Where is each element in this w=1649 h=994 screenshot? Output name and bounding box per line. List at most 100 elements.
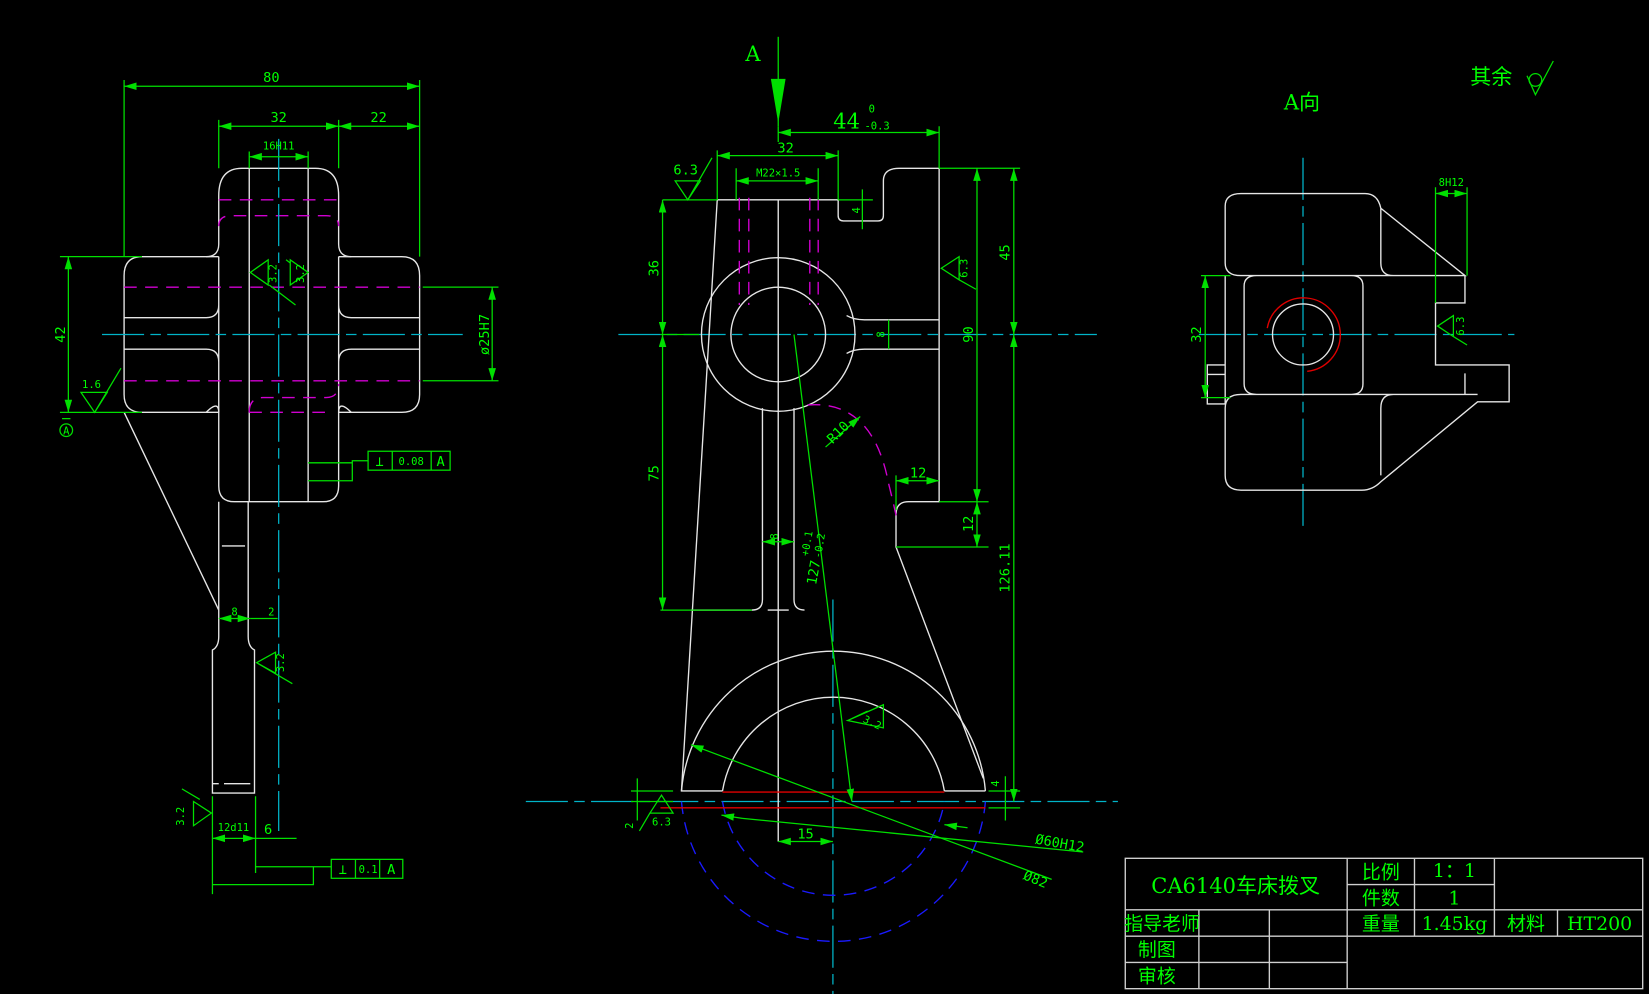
dim-2-bottom: 2 xyxy=(624,823,636,829)
dim-22: 22 xyxy=(370,110,386,126)
left-stem-outline xyxy=(123,412,256,794)
dim-8: 8 xyxy=(231,606,237,618)
roughness-value: 6.3 xyxy=(1455,317,1467,336)
left-hidden-lines xyxy=(124,199,420,414)
dim-127: 127 xyxy=(804,559,824,586)
front-right-ext xyxy=(895,167,1021,548)
scale-value: 1：1 xyxy=(1433,860,1476,882)
front-web xyxy=(690,408,805,611)
dim-127-group: 127 +0.1 -0.2 xyxy=(799,530,828,586)
dim-16h11: 16H11 xyxy=(263,140,295,152)
dim-8h12: 8H12 xyxy=(1439,177,1464,189)
side-extension-lines xyxy=(1200,187,1468,399)
roughness-value: 3.2 xyxy=(175,807,187,826)
dim-r10: R10 xyxy=(824,418,853,447)
dim-line-phi60 xyxy=(742,817,1084,853)
roughness-value: 1.6 xyxy=(82,379,101,391)
front-extension-lines xyxy=(716,126,940,200)
dim-90: 90 xyxy=(961,326,977,342)
dim-126-11: 126.11 xyxy=(998,543,1014,592)
dim-8-web: 8 xyxy=(769,533,781,539)
dim-line-phi82 xyxy=(690,744,1052,880)
roughness-symbol xyxy=(285,258,310,287)
dim-8-rib: 8 xyxy=(875,331,887,337)
roughness-unmachined-icon xyxy=(1526,60,1554,97)
svg-text:⊥: ⊥ xyxy=(339,862,347,878)
roughness-symbol xyxy=(1436,314,1468,346)
remaining-roughness-label: 其余 xyxy=(1470,64,1512,89)
drawn-by-label: 制图 xyxy=(1138,939,1176,961)
dim-4-notch: 4 xyxy=(851,207,863,213)
svg-text:A: A xyxy=(387,862,395,878)
scale-label: 比例 xyxy=(1362,861,1400,883)
dim-32-side: 32 xyxy=(1189,326,1205,342)
dim-36: 36 xyxy=(646,260,662,276)
dim-127-tol-lower: -0.2 xyxy=(812,532,828,559)
view-a-direction-label: A向 xyxy=(1283,89,1320,114)
svg-text:0.08: 0.08 xyxy=(399,456,424,468)
dim-80: 80 xyxy=(263,70,279,86)
front-left-ext xyxy=(660,333,752,611)
dim-32-front: 32 xyxy=(777,141,793,157)
material-label: 材料 xyxy=(1507,913,1545,935)
side-bore-circle xyxy=(1271,303,1335,366)
dim-4-bottom: 4 xyxy=(990,780,1002,786)
fork-red-lines xyxy=(660,791,986,809)
dim-line-127 xyxy=(793,334,855,802)
dim-phi82: Ø82 xyxy=(1021,868,1050,892)
checked-by-label: 审核 xyxy=(1138,965,1176,987)
roughness-symbol xyxy=(845,703,885,729)
datum-a-circle xyxy=(59,423,74,438)
front-view: A 44 0 -0.3 32 M22×1.5 6.3 4 36 75 6.3 4… xyxy=(525,36,1118,994)
view-a-label: A xyxy=(744,41,761,66)
quantity-label: 件数 xyxy=(1362,888,1400,910)
fork-phantom-arcs xyxy=(680,801,987,942)
roughness-value: 3.2 xyxy=(295,264,307,283)
left-hub-outline xyxy=(205,167,352,503)
dim-line-r10 xyxy=(825,416,861,448)
drawing-title: CA6140车床拨叉 xyxy=(1151,873,1320,898)
weight-label: 重量 xyxy=(1362,913,1400,935)
dim-42: 42 xyxy=(53,326,69,342)
dim-6: 6 xyxy=(264,822,272,838)
roughness-symbol xyxy=(255,651,293,685)
fcf-perpendicularity-0.1: ⊥ 0.1 A xyxy=(212,858,404,886)
front-hidden-lines xyxy=(738,197,897,516)
view-a-arrow-icon xyxy=(770,78,786,124)
roughness-symbol xyxy=(249,258,296,306)
roughness-value: 6.3 xyxy=(652,817,671,829)
dim-line-phi60-arrow xyxy=(721,813,743,821)
dim-thread: M22×1.5 xyxy=(756,168,800,180)
side-centerlines xyxy=(1198,157,1515,532)
roughness-value: 6.3 xyxy=(673,163,698,179)
side-view: A向 其余 8H12 32 6.3 xyxy=(1189,60,1554,532)
roughness-symbol xyxy=(79,367,122,414)
dim-127-tol-upper: +0.1 xyxy=(799,530,815,557)
boss-inner-circle xyxy=(730,286,827,383)
dim-phi60h12: Ø60H12 xyxy=(1034,832,1085,856)
title-block: CA6140车床拨叉 比例 1：1 件数 1 指导老师 重量 1.45kg 材料… xyxy=(1124,857,1644,990)
dim-32: 32 xyxy=(270,110,286,126)
dim-75: 75 xyxy=(646,465,662,481)
weight-value: 1.45kg xyxy=(1422,913,1488,935)
dim-44-tol-lower: -0.3 xyxy=(864,120,889,132)
datum-a-label: A xyxy=(63,425,70,437)
dim-44-tol-upper: 0 xyxy=(869,104,875,116)
roughness-symbol xyxy=(638,794,675,832)
dim-2: 2 xyxy=(268,606,274,618)
side-body-outline xyxy=(1206,192,1510,491)
bottom-small-dims xyxy=(630,776,1021,821)
left-view: 80 32 22 16H11 42 ø25H7 3.2 3.2 1.6 A ⊥ … xyxy=(53,70,499,895)
roughness-symbol xyxy=(940,255,977,290)
svg-text:A: A xyxy=(437,454,445,470)
roughness-value: 3.2 xyxy=(275,653,287,672)
dim-44: 44 xyxy=(833,108,860,133)
dim-15: 15 xyxy=(797,826,813,842)
dim-12-h: 12 xyxy=(910,466,926,482)
material-value: HT200 xyxy=(1567,913,1632,935)
instructor-label: 指导老师 xyxy=(1124,913,1200,935)
quantity-value: 1 xyxy=(1448,888,1460,910)
side-thread-arc xyxy=(1266,297,1341,372)
roughness-symbol xyxy=(662,157,873,230)
dim-45: 45 xyxy=(998,244,1014,260)
